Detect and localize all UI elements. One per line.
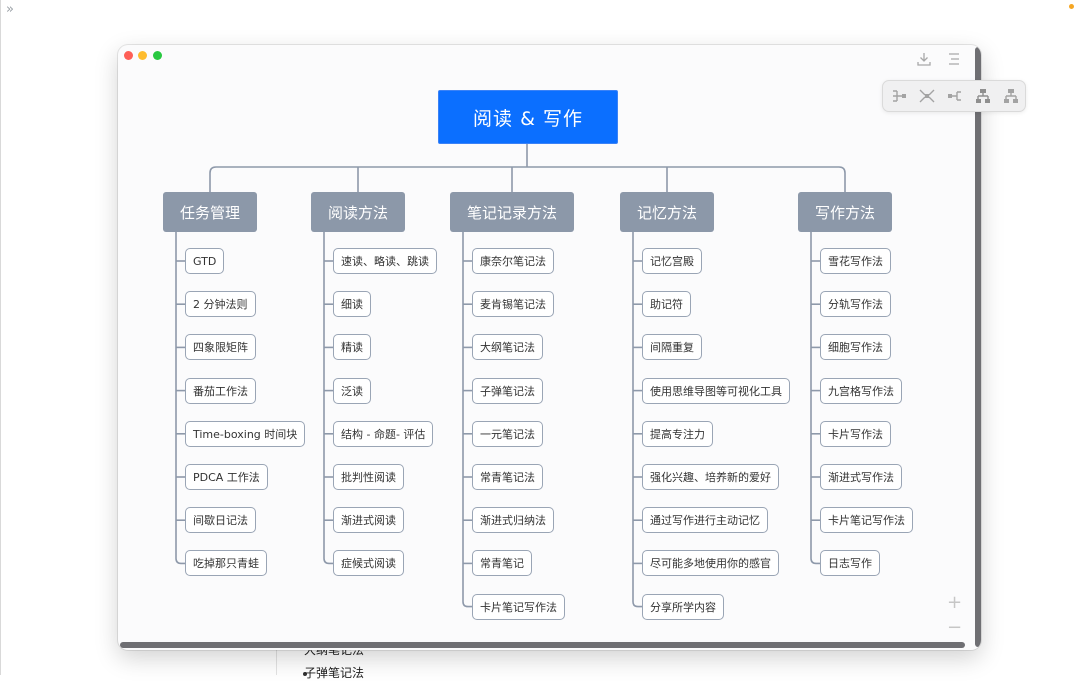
leaf-node[interactable]: 渐进式阅读 bbox=[333, 507, 404, 534]
layout-left-icon[interactable] bbox=[891, 88, 907, 104]
leaf-node[interactable]: 麦肯锡笔记法 bbox=[472, 291, 554, 318]
leaf-node[interactable]: 四象限矩阵 bbox=[185, 334, 256, 361]
maximize-button[interactable] bbox=[153, 51, 162, 60]
zoom-out-button[interactable]: − bbox=[947, 617, 963, 638]
close-button[interactable] bbox=[124, 51, 133, 60]
leaf-node[interactable]: 常青笔记 bbox=[472, 550, 532, 577]
sidebar-edge bbox=[0, 0, 1, 675]
leaf-node[interactable]: 2 分钟法则 bbox=[185, 291, 256, 318]
leaf-node[interactable]: 结构 - 命题- 评估 bbox=[333, 420, 434, 447]
expand-sidebar-icon[interactable]: » bbox=[6, 2, 14, 17]
bullet-icon bbox=[303, 672, 307, 676]
category-node[interactable]: 任务管理 bbox=[163, 192, 257, 232]
mindmap-connectors bbox=[175, 142, 846, 608]
leaf-node[interactable]: 一元笔记法 bbox=[472, 420, 543, 447]
notification-dot bbox=[1069, 4, 1074, 9]
layout-center-icon[interactable] bbox=[919, 88, 935, 104]
leaf-node[interactable]: 泛读 bbox=[333, 377, 371, 404]
mindmap-root-node[interactable]: 阅读 & 写作 bbox=[438, 90, 618, 144]
zoom-in-button[interactable]: + bbox=[947, 592, 963, 613]
outline-menu-icon[interactable] bbox=[946, 51, 962, 67]
leaf-node[interactable]: 细胞写作法 bbox=[820, 334, 891, 361]
category-node[interactable]: 阅读方法 bbox=[311, 192, 405, 232]
leaf-node[interactable]: PDCA 工作法 bbox=[185, 464, 268, 490]
leaf-node[interactable]: 症候式阅读 bbox=[333, 550, 404, 577]
minimize-button[interactable] bbox=[138, 51, 147, 60]
layout-org-chart-icon[interactable] bbox=[1003, 88, 1019, 104]
leaf-node[interactable]: 常青笔记法 bbox=[472, 464, 543, 490]
leaf-node[interactable]: Time-boxing 时间块 bbox=[185, 420, 306, 447]
leaf-node[interactable]: 细读 bbox=[333, 291, 371, 318]
leaf-node[interactable]: 子弹笔记法 bbox=[472, 377, 543, 404]
leaf-node[interactable]: 大纲笔记法 bbox=[472, 334, 543, 361]
leaf-node[interactable]: 分享所学内容 bbox=[642, 593, 724, 620]
layout-toolbar bbox=[882, 80, 1026, 112]
leaf-node[interactable]: 间隔重复 bbox=[642, 334, 702, 361]
layout-right-icon[interactable] bbox=[947, 88, 963, 104]
leaf-node[interactable]: 日志写作 bbox=[820, 550, 880, 577]
leaf-node[interactable]: 精读 bbox=[333, 334, 371, 361]
category-node[interactable]: 写作方法 bbox=[798, 192, 892, 232]
leaf-node[interactable]: 速读、略读、跳读 bbox=[333, 248, 437, 274]
background-editor-divider bbox=[276, 640, 277, 675]
leaf-node[interactable]: 渐进式归纳法 bbox=[472, 507, 554, 534]
leaf-node[interactable]: 通过写作进行主动记忆 bbox=[642, 507, 768, 534]
leaf-node[interactable]: 间歇日记法 bbox=[185, 507, 256, 534]
leaf-node[interactable]: 记忆宫殿 bbox=[642, 248, 702, 274]
leaf-node[interactable]: 强化兴趣、培养新的爱好 bbox=[642, 464, 779, 490]
leaf-node[interactable]: GTD bbox=[185, 248, 225, 274]
leaf-node[interactable]: 渐进式写作法 bbox=[820, 464, 902, 490]
leaf-node[interactable]: 使用思维导图等可视化工具 bbox=[642, 377, 790, 404]
category-node[interactable]: 笔记记录方法 bbox=[450, 192, 574, 232]
leaf-node[interactable]: 雪花写作法 bbox=[820, 248, 891, 274]
leaf-node[interactable]: 提高专注力 bbox=[642, 420, 713, 447]
category-node[interactable]: 记忆方法 bbox=[620, 192, 714, 232]
mindmap-window: 阅读 & 写作 任务管理 GTD 2 分钟法则四象限矩阵番茄工作法 Time-boxi… bbox=[118, 45, 981, 650]
download-icon[interactable] bbox=[916, 51, 932, 67]
leaf-node[interactable]: 批判性阅读 bbox=[333, 464, 404, 490]
leaf-node[interactable]: 卡片写作法 bbox=[820, 420, 891, 447]
leaf-node[interactable]: 番茄工作法 bbox=[185, 377, 256, 404]
vertical-scrollbar[interactable] bbox=[975, 47, 981, 647]
leaf-node[interactable]: 尽可能多地使用你的感官 bbox=[642, 550, 779, 577]
layout-tree-down-icon[interactable] bbox=[975, 88, 991, 104]
leaf-node[interactable]: 分轨写作法 bbox=[820, 291, 891, 318]
leaf-node[interactable]: 吃掉那只青蛙 bbox=[185, 550, 267, 577]
leaf-node[interactable]: 助记符 bbox=[642, 291, 691, 318]
background-doc-line-2: 子弹笔记法 bbox=[304, 666, 365, 680]
leaf-node[interactable]: 康奈尔笔记法 bbox=[472, 248, 554, 274]
leaf-node[interactable]: 卡片笔记写作法 bbox=[472, 593, 565, 620]
leaf-node[interactable]: 九宫格写作法 bbox=[820, 377, 902, 404]
horizontal-scrollbar[interactable] bbox=[120, 642, 965, 648]
leaf-node[interactable]: 卡片笔记写作法 bbox=[820, 507, 913, 534]
